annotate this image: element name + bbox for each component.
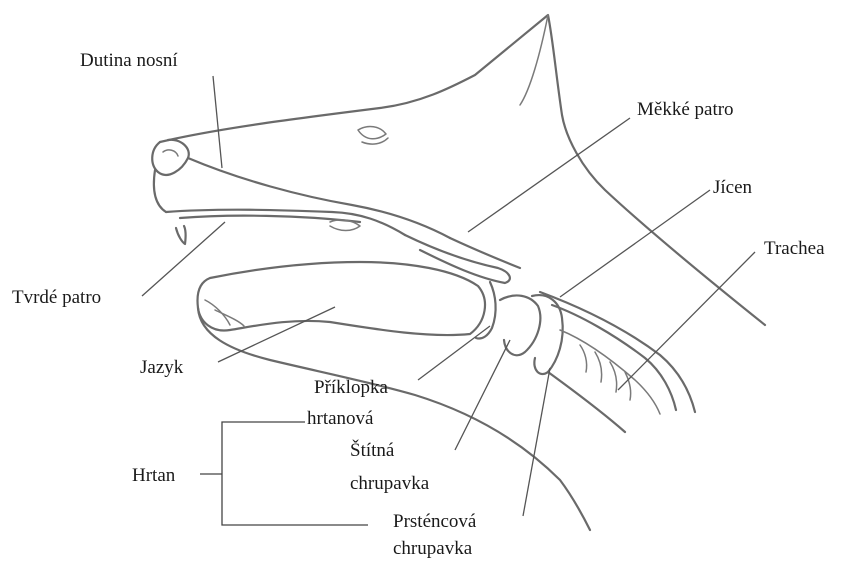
leader-jazyk [218, 307, 335, 362]
label-mekke-patro: Měkké patro [637, 99, 734, 120]
larynx [476, 282, 695, 432]
leader-tvrde-patro [142, 222, 225, 296]
leader-mekke-patro [468, 118, 630, 232]
label-stitna-line1: Štítná [350, 439, 395, 461]
label-tvrde-patro: Tvrdé patro [12, 287, 101, 308]
label-trachea: Trachea [764, 238, 825, 259]
leader-trachea [618, 252, 755, 390]
leader-dutina-nosni [213, 76, 222, 168]
label-prstencova-line1: Prsténcová [393, 511, 477, 532]
label-jicen: Jícen [713, 177, 753, 198]
leader-jicen [560, 190, 710, 297]
label-priklopka-line1: Příklopka [314, 377, 388, 398]
label-dutina-nosni: Dutina nosní [80, 50, 178, 71]
label-hrtan: Hrtan [132, 465, 176, 486]
leader-lines [142, 76, 755, 516]
label-priklopka-line2: hrtanová [307, 408, 374, 429]
label-jazyk: Jazyk [140, 357, 184, 378]
label-prstencova-line2: chrupavka [393, 538, 473, 559]
label-stitna-line2: chrupavka [350, 473, 430, 494]
head-outline [152, 15, 765, 325]
leader-prstencova [523, 368, 550, 516]
hrtan-bracket [200, 422, 368, 525]
palate-structures [166, 158, 520, 283]
